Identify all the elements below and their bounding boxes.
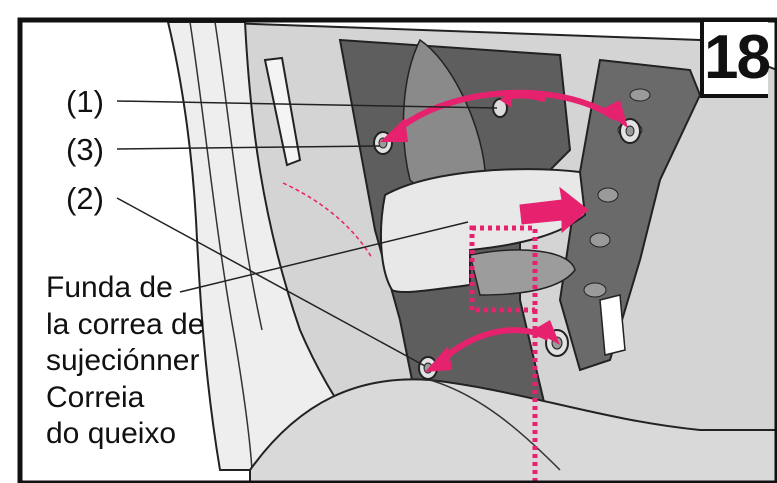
- caption-line: la correa de: [46, 307, 205, 341]
- harness-hole: [629, 88, 651, 102]
- wing-outline: [189, 21, 253, 471]
- chin-strap-cover: [379, 168, 587, 294]
- wing-slot: [263, 56, 302, 167]
- figure-frame: [17, 17, 777, 483]
- strap-cover-caption: Funda de la correa de sujeciónner Correi…: [46, 270, 204, 453]
- wing-outline-2: [214, 21, 263, 331]
- leader-line-cover: [179, 221, 469, 293]
- harness-hole: [597, 187, 619, 203]
- double-arrow-bottom: [425, 320, 560, 372]
- caption-line: Funda de: [46, 271, 173, 304]
- leader-line-2: [116, 197, 426, 367]
- harness-hole: [589, 232, 611, 248]
- double-arrow-top: [380, 89, 628, 142]
- seat-hint-arc: [282, 182, 373, 259]
- caption-line: Correia: [46, 380, 145, 414]
- cushion-seam: [429, 379, 561, 471]
- push-arrow: [519, 186, 589, 234]
- strap-label: [599, 294, 626, 356]
- label-part-3: (3): [66, 132, 104, 167]
- label-part-2: (2): [66, 181, 104, 216]
- strap-loop: [469, 249, 576, 296]
- leader-line-1: [116, 100, 498, 109]
- caption-line: do queixo: [46, 417, 177, 450]
- label-part-1: (1): [66, 84, 104, 119]
- leader-line-3: [116, 145, 381, 150]
- step-number: 18: [700, 22, 771, 98]
- seat-cushion: [249, 378, 777, 483]
- harness-hole: [583, 282, 607, 298]
- caption-line: sujeciónner: [46, 344, 200, 377]
